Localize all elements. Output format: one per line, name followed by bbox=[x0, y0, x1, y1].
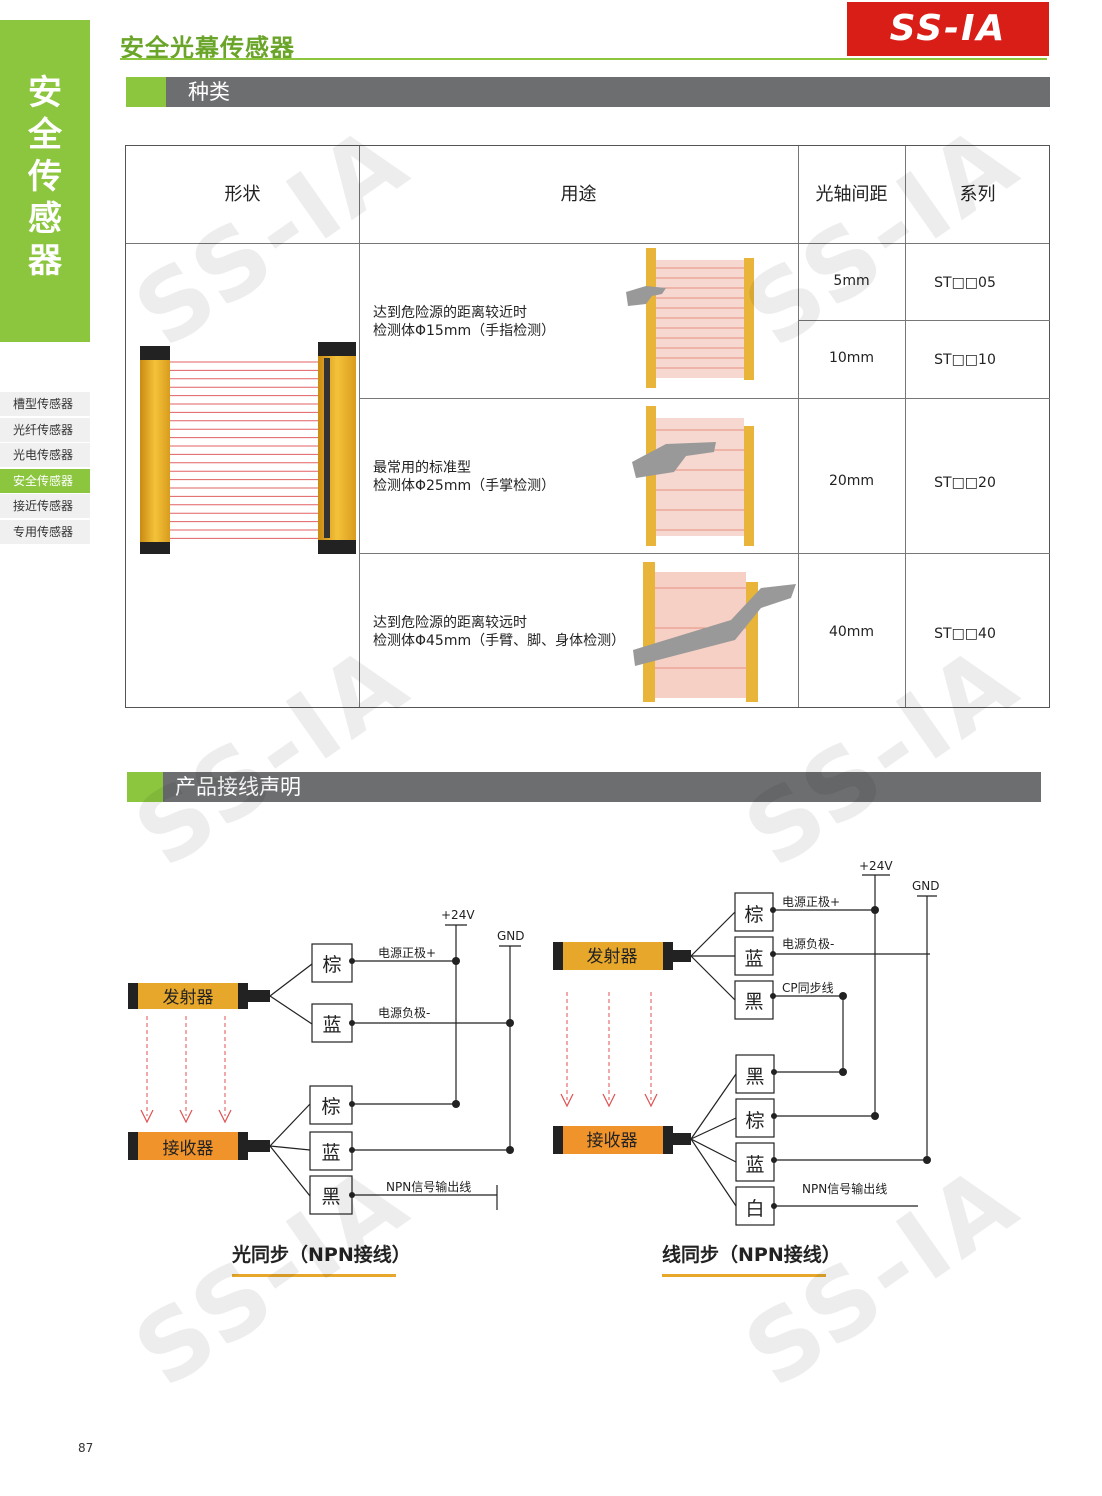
palm-detection-image bbox=[632, 406, 754, 546]
v24-label: +24V bbox=[441, 908, 475, 922]
section-bar-types: 种类 bbox=[126, 77, 1050, 107]
side-tab-char: 全 bbox=[28, 115, 62, 155]
wire-color-label: 蓝 bbox=[322, 1014, 341, 1036]
header-series: 系列 bbox=[959, 184, 996, 205]
right-receiver-label: 接收器 bbox=[587, 1131, 638, 1151]
wire-color-label: 蓝 bbox=[321, 1142, 340, 1164]
header-shape: 形状 bbox=[224, 184, 261, 205]
use-line: 达到危险源的距离较近时 bbox=[373, 305, 527, 321]
light-curtain-image bbox=[140, 342, 356, 554]
use-line: 检测体Φ45mm（手臂、脚、身体检测） bbox=[373, 633, 626, 649]
use-text-row2: 最常用的标准型 检测体Φ25mm（手掌检测） bbox=[373, 459, 555, 495]
wire-color-label: 棕 bbox=[321, 1096, 340, 1118]
side-nav-item[interactable]: 光纤传感器 bbox=[0, 417, 90, 442]
section-title: 种类 bbox=[188, 80, 230, 104]
side-tab-char: 安 bbox=[28, 73, 62, 113]
left-emitter-label: 发射器 bbox=[163, 988, 214, 1008]
section-bar-wiring: 产品接线声明 bbox=[127, 772, 1041, 802]
wiring-diagrams: 发射器 接收器 棕 蓝 棕 蓝 黑 电源正极+ 电源负极- NPN信号输出线 +… bbox=[128, 859, 940, 1277]
series-cell: ST□□10 bbox=[934, 352, 996, 368]
v24-label: +24V bbox=[859, 859, 893, 873]
npn-output-label: NPN信号输出线 bbox=[386, 1179, 471, 1194]
wire-color-label: 白 bbox=[745, 1198, 764, 1220]
title-rule bbox=[120, 58, 1047, 60]
power-positive-label: 电源正极+ bbox=[378, 946, 436, 960]
side-tab-char: 传 bbox=[28, 157, 62, 197]
wire-color-label: 棕 bbox=[744, 904, 763, 926]
side-nav-item[interactable]: 槽型传感器 bbox=[0, 392, 90, 416]
header-pitch: 光轴间距 bbox=[815, 184, 888, 205]
side-nav-item[interactable]: 专用传感器 bbox=[0, 519, 90, 544]
use-line: 最常用的标准型 bbox=[373, 460, 471, 476]
npn-output-label: NPN信号输出线 bbox=[802, 1181, 887, 1196]
spec-table: 形状 用途 光轴间距 系列 达到危险源的距离较近时 检测体Φ15mm（手指检测）… bbox=[125, 145, 1050, 708]
side-nav-item-active[interactable]: 安全传感器 bbox=[0, 468, 90, 493]
use-text-row1: 达到危险源的距离较近时 检测体Φ15mm（手指检测） bbox=[373, 304, 555, 340]
page-title: 安全光幕传感器 bbox=[120, 34, 295, 62]
side-nav-item[interactable]: 接近传感器 bbox=[0, 494, 90, 519]
section-accent bbox=[126, 77, 166, 107]
header-use: 用途 bbox=[560, 184, 597, 205]
series-cell: ST□□40 bbox=[934, 626, 996, 642]
series-cell: ST□□20 bbox=[934, 475, 996, 491]
side-category-tab: 安 全 传 感 器 bbox=[0, 20, 90, 342]
use-line: 检测体Φ15mm（手指检测） bbox=[373, 323, 556, 339]
table-vline bbox=[905, 146, 906, 707]
power-negative-label: 电源负极- bbox=[378, 1006, 430, 1020]
power-negative-label: 电源负极- bbox=[782, 937, 834, 951]
section-accent bbox=[127, 772, 163, 802]
pitch-cell: 5mm bbox=[833, 273, 870, 289]
series-cell: ST□□05 bbox=[934, 275, 996, 291]
pitch-cell: 20mm bbox=[828, 473, 875, 489]
left-receiver-label: 接收器 bbox=[163, 1139, 214, 1159]
side-nav: 槽型传感器 光纤传感器 光电传感器 安全传感器 接近传感器 专用传感器 bbox=[0, 392, 90, 546]
side-tab-char: 感 bbox=[28, 199, 62, 239]
cp-sync-label: CP同步线 bbox=[782, 981, 834, 995]
pitch-cell: 40mm bbox=[828, 624, 875, 640]
use-text-row3: 达到危险源的距离较远时 检测体Φ45mm（手臂、脚、身体检测） bbox=[373, 614, 625, 650]
finger-detection-image bbox=[626, 248, 754, 388]
right-caption: 线同步（NPN接线） bbox=[662, 1243, 841, 1266]
side-nav-item[interactable]: 光电传感器 bbox=[0, 443, 90, 468]
section-title: 产品接线声明 bbox=[175, 775, 301, 799]
gnd-label: GND bbox=[497, 929, 525, 943]
power-positive-label: 电源正极+ bbox=[782, 895, 840, 909]
wire-color-label: 黑 bbox=[745, 1066, 764, 1088]
pitch-cell: 10mm bbox=[828, 350, 875, 366]
wire-color-label: 蓝 bbox=[744, 948, 763, 970]
table-hline bbox=[359, 553, 1050, 554]
use-line: 达到危险源的距离较远时 bbox=[373, 615, 527, 631]
wire-color-label: 黑 bbox=[321, 1186, 340, 1208]
use-line: 检测体Φ25mm（手掌检测） bbox=[373, 478, 556, 494]
wire-color-label: 棕 bbox=[322, 954, 341, 976]
table-hline bbox=[126, 243, 1049, 244]
wire-color-label: 黑 bbox=[744, 991, 763, 1013]
gnd-label: GND bbox=[912, 879, 940, 893]
page-number: 87 bbox=[78, 1441, 94, 1455]
brand-logo: SS-IA bbox=[847, 2, 1049, 56]
wire-color-label: 棕 bbox=[745, 1110, 764, 1132]
table-vline bbox=[359, 146, 360, 707]
wire-color-label: 蓝 bbox=[745, 1154, 764, 1176]
table-hline bbox=[798, 320, 1050, 321]
left-caption: 光同步（NPN接线） bbox=[231, 1243, 411, 1266]
right-emitter-label: 发射器 bbox=[587, 947, 638, 967]
table-vline bbox=[798, 146, 799, 707]
table-hline bbox=[359, 398, 1050, 399]
side-tab-char: 器 bbox=[28, 241, 62, 281]
arm-detection-image bbox=[633, 562, 796, 702]
